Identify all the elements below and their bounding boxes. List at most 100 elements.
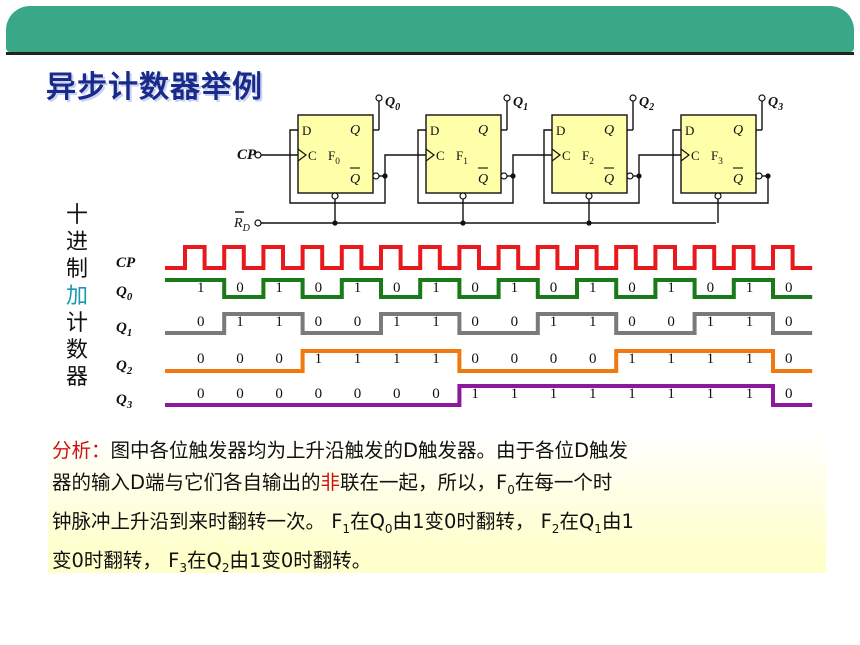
flip-flop-box (425, 114, 502, 194)
d-input-label: D (685, 123, 694, 138)
clock-chain-wire (638, 154, 681, 176)
cp-terminal (254, 151, 262, 159)
bit-value: 1 (236, 314, 244, 330)
analysis-line-4: 变0时翻转， F3在Q2由1变0时翻转。 (52, 548, 372, 575)
q-label: Q (350, 123, 360, 138)
signal-label: CP (116, 255, 136, 271)
bit-value: 1 (589, 314, 597, 330)
qbar-label: Q (604, 172, 614, 187)
clock-label: C (436, 148, 445, 163)
bit-value: 0 (275, 386, 283, 402)
q-label: Q (478, 123, 488, 138)
bit-value: 1 (197, 280, 205, 296)
bit-value: 0 (511, 351, 518, 367)
bit-value: 0 (432, 386, 440, 402)
feedback-wire (417, 129, 514, 204)
header-bar (6, 6, 854, 52)
d-input-label: D (302, 123, 311, 138)
flip-flop-box (297, 114, 374, 194)
side-label-char: 器 (65, 365, 88, 390)
bit-value: 0 (197, 314, 205, 330)
q-terminal (375, 94, 383, 102)
bit-value: 0 (471, 351, 479, 367)
qbar-label: Q (733, 172, 743, 187)
bit-value: 1 (667, 280, 675, 296)
bit-value: 1 (550, 314, 558, 330)
side-label-char: 数 (65, 338, 88, 363)
bit-value: 1 (628, 386, 636, 402)
qbar-bubble (500, 172, 508, 180)
bit-value: 0 (550, 351, 558, 367)
bit-value: 0 (393, 386, 401, 402)
feedback-wire (672, 129, 769, 204)
bit-value: 1 (667, 386, 675, 402)
bit-value: 1 (393, 314, 401, 330)
clock-triangle (297, 148, 307, 162)
cp-label: CP (237, 147, 257, 163)
clock-triangle (551, 148, 561, 162)
signal-label: Q2 (116, 358, 133, 377)
flip-flop-box (551, 114, 628, 194)
bit-value: 0 (550, 280, 558, 296)
bit-value: 0 (315, 280, 323, 296)
bit-value: 0 (628, 280, 636, 296)
bit-value: 1 (628, 351, 636, 367)
bit-value: 0 (236, 351, 244, 367)
q-output-label: Q3 (768, 95, 783, 113)
bit-value: 1 (471, 386, 479, 402)
clock-label: C (308, 148, 317, 163)
header-rule (6, 52, 854, 55)
bit-value: 0 (197, 351, 205, 367)
bit-value: 1 (432, 314, 440, 330)
waveform-trace (165, 312, 813, 335)
bit-value: 1 (746, 314, 754, 330)
side-label-char: 十 (65, 203, 88, 228)
bit-value: 1 (354, 351, 362, 367)
waveform-0: CP (116, 245, 813, 271)
rd-terminal (254, 219, 262, 227)
qbar-bubble (372, 172, 380, 180)
bit-value: 1 (511, 386, 518, 402)
flip-flop-box (680, 114, 757, 194)
bit-value: 1 (707, 351, 715, 367)
qbar-bubble (755, 172, 763, 180)
junction-dot (332, 220, 338, 226)
waveform-trace (165, 384, 813, 407)
bit-value: 0 (354, 386, 362, 402)
bit-value: 1 (746, 280, 754, 296)
analysis-text: 分析：图中各位触发器均为上升沿触发的D触发器。由于各位D触发 器的输入D端与它们… (48, 433, 826, 575)
bit-value: 1 (746, 351, 754, 367)
bit-value: 1 (589, 386, 597, 402)
bit-value: 1 (315, 351, 323, 367)
side-label-char: 进 (65, 230, 88, 255)
q-label: Q (604, 123, 614, 138)
qbar-bubble (626, 172, 634, 180)
bit-value: 0 (197, 386, 205, 402)
bit-value: 1 (707, 386, 715, 402)
side-label-char: 制 (65, 257, 88, 282)
rd-bubble (331, 192, 339, 200)
analysis-line-1: 分析：图中各位触发器均为上升沿触发的D触发器。由于各位D触发 (52, 439, 629, 462)
bit-value: 0 (785, 280, 793, 296)
d-input-label: D (430, 123, 439, 138)
signal-label: Q0 (116, 284, 133, 303)
signal-label: Q1 (116, 320, 132, 339)
bit-value: 1 (432, 351, 440, 367)
feedback-wire (543, 129, 640, 204)
bit-value: 1 (550, 386, 558, 402)
signal-label: Q3 (116, 392, 133, 411)
analysis-line-2: 器的输入D端与它们各自输出的非联在一起，所以，F0在每一个时 (52, 471, 613, 497)
d-input-label: D (556, 123, 565, 138)
q-terminal (629, 94, 637, 102)
analysis-line-3: 钟脉冲上升沿到来时翻转一次。 F1在Q0由1变0时翻转， F2在Q1由1 (52, 509, 634, 536)
bit-value: 1 (511, 280, 518, 296)
bit-value: 0 (667, 314, 675, 330)
bit-value: 1 (354, 280, 362, 296)
waveform-trace (165, 278, 813, 299)
q-output-label: Q0 (385, 95, 400, 113)
junction-dot (460, 220, 466, 226)
